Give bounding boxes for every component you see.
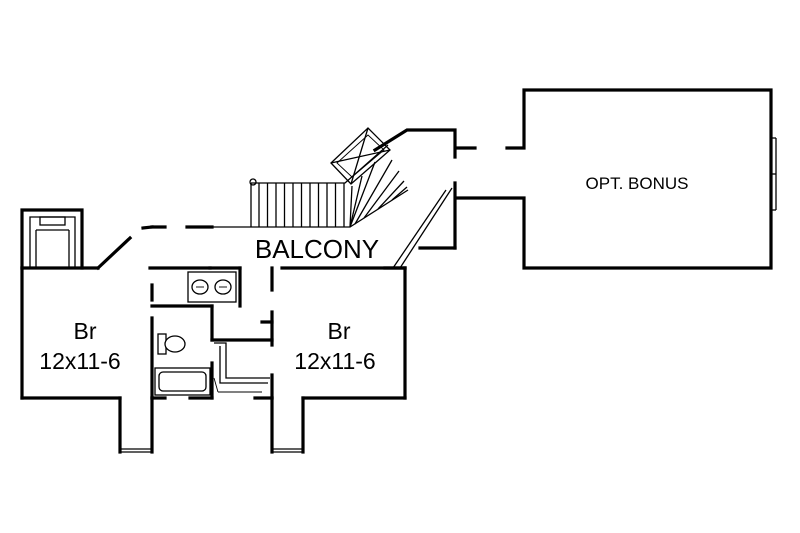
- bedroom-left-size: 12x11-6: [39, 348, 120, 374]
- balcony-label: BALCONY: [255, 234, 379, 264]
- bathroom-fixtures: [154, 271, 270, 396]
- sink-right: [214, 279, 232, 295]
- upper-floor-walls: [20, 208, 407, 454]
- bedroom-left-name: Br: [74, 318, 97, 344]
- bonus-room-label: OPT. BONUS: [586, 174, 689, 193]
- room-labels: Br 12x11-6 Br 12x11-6: [39, 318, 375, 374]
- staircase: [249, 127, 409, 228]
- toilet-bowl: [164, 335, 186, 353]
- balcony: BALCONY: [95, 225, 379, 271]
- bedroom-right-name: Br: [328, 318, 351, 344]
- bonus-room: OPT. BONUS: [456, 88, 777, 270]
- bedroom-right-size: 12x11-6: [294, 348, 375, 374]
- sink-left: [191, 279, 209, 295]
- vanity: [187, 271, 237, 303]
